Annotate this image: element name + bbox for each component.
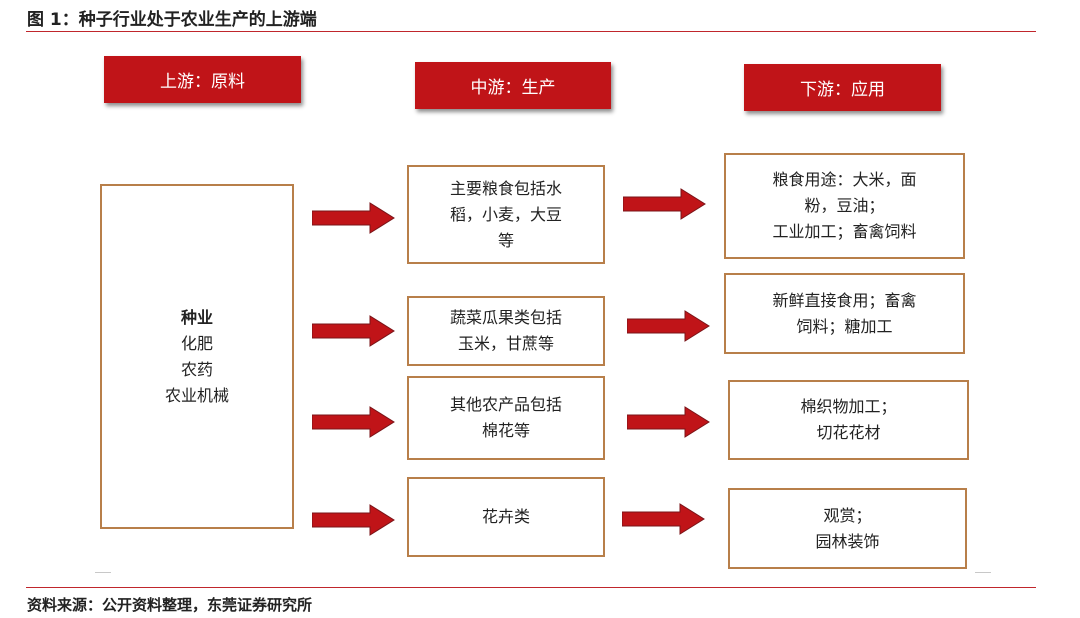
midstream-header: 中游：生产 [415,62,611,109]
box-line: 粉，豆油； [804,196,885,215]
upstream-box: 种业 化肥 农药 农业机械 [100,184,294,529]
downstream-box-grain: 粮食用途：大米，面 粉，豆油； 工业加工；畜禽饲料 [724,153,965,259]
box-line: 棉织物加工； [800,397,897,416]
box-line: 棉花等 [481,421,530,440]
crop-mark [95,572,111,573]
midstream-box-vegetables: 蔬菜瓜果类包括 玉米，甘蔗等 [407,296,605,366]
box-line: 粮食用途：大米，面 [772,170,917,189]
upstream-item: 农药 [180,359,213,379]
box-line: 稻，小麦，大豆 [449,204,562,224]
right-arrow-icon [312,406,395,438]
upstream-item: 种业 [180,307,213,327]
box-line: 园林装饰 [815,531,880,551]
box-line: 切花花材 [816,423,881,442]
right-arrow-icon [627,406,710,438]
top-rule [26,31,1036,32]
right-arrow-icon [627,310,710,342]
box-line: 工业加工；畜禽饲料 [772,222,917,241]
downstream-box-vegetables: 新鲜直接食用；畜禽 饲料；糖加工 [724,273,965,354]
right-arrow-icon [312,504,395,536]
right-arrow-icon [623,188,706,220]
downstream-header: 下游：应用 [744,64,941,111]
box-line: 玉米，甘蔗等 [457,334,554,353]
right-arrow-icon [312,202,395,234]
box-line: 等 [497,230,514,250]
box-line: 蔬菜瓜果类包括 [449,308,562,327]
box-line: 花卉类 [481,507,530,526]
box-line: 观赏； [823,505,872,525]
downstream-box-ornamental: 观赏； 园林装饰 [728,488,967,569]
box-line: 主要粮食包括水 [449,178,562,198]
crop-mark [975,572,991,573]
upstream-item: 化肥 [180,333,213,353]
figure-caption: 图 1：种子行业处于农业生产的上游端 [27,10,317,30]
box-line: 新鲜直接食用；畜禽 [772,290,917,310]
midstream-box-grain: 主要粮食包括水 稻，小麦，大豆 等 [407,165,605,264]
downstream-box-cotton: 棉织物加工； 切花花材 [728,380,969,460]
box-line: 其他农产品包括 [449,395,562,414]
box-line: 饲料；糖加工 [796,316,893,336]
midstream-box-flowers: 花卉类 [407,477,605,557]
upstream-header: 上游：原料 [104,56,301,103]
bottom-rule [26,587,1036,588]
right-arrow-icon [312,315,395,347]
midstream-box-other: 其他农产品包括 棉花等 [407,376,605,460]
upstream-item: 农业机械 [164,385,229,405]
right-arrow-icon [622,503,705,535]
source-note: 资料来源：公开资料整理，东莞证券研究所 [27,596,313,614]
